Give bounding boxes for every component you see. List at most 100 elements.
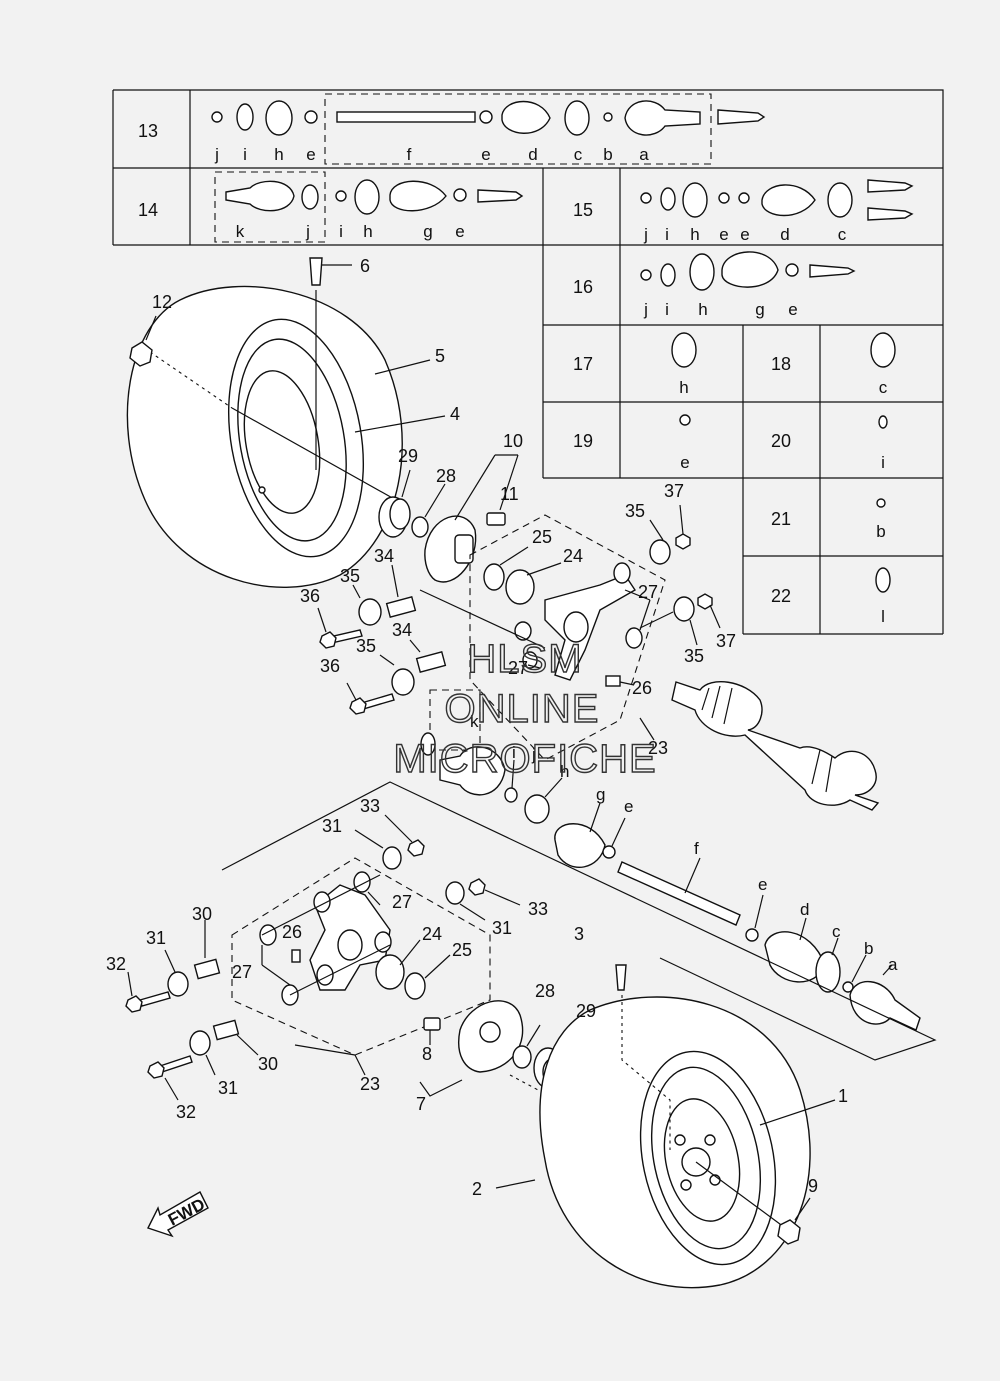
callout-d: d xyxy=(800,900,809,919)
nut-37-upper-b xyxy=(697,593,713,610)
callout-g: g xyxy=(596,785,605,804)
callout-5: 5 xyxy=(435,346,445,366)
collar-34-upper-b xyxy=(415,651,447,673)
callout-34-upper-b: 34 xyxy=(392,620,412,640)
callout-9: 9 xyxy=(808,1176,818,1196)
callout-31-lower-a: 31 xyxy=(322,816,342,836)
nut-33-lower-b xyxy=(468,878,486,896)
bushing-27-lower-a xyxy=(353,871,371,893)
lug-nut-12 xyxy=(129,341,153,367)
callout-12: 12 xyxy=(152,292,172,312)
callout-30-lower-a: 30 xyxy=(192,904,212,924)
row13-number: 13 xyxy=(138,121,158,141)
row14-k: k xyxy=(236,222,245,241)
callout-31-lower-c: 31 xyxy=(146,928,166,948)
row14-i: i xyxy=(339,222,343,241)
callout-32-lower-a: 32 xyxy=(106,954,126,974)
circlip-j xyxy=(420,732,436,756)
row15-number: 15 xyxy=(573,200,593,220)
band-e-b xyxy=(745,928,759,942)
bushing-31-lower-a xyxy=(382,846,402,870)
nut-33-lower-a xyxy=(407,839,425,857)
callout-33-lower-a: 33 xyxy=(360,796,380,816)
row13-parts xyxy=(211,100,766,136)
callout-37-upper-b: 37 xyxy=(716,631,736,651)
seal-28-lower xyxy=(512,1045,532,1069)
callout-24-upper: 24 xyxy=(563,546,583,566)
bushing-35-upper-a xyxy=(649,539,671,565)
row13-e: e xyxy=(306,145,315,164)
row20-i: i xyxy=(881,453,885,472)
callout-c: c xyxy=(832,922,841,941)
watermark-line1: HLSM xyxy=(467,637,582,681)
outer-joint-a xyxy=(849,980,921,1031)
valve-stem-upper xyxy=(309,257,323,286)
row13-f: f xyxy=(407,145,412,164)
bushing-35-left-b xyxy=(391,668,415,696)
row13-j: j xyxy=(214,145,219,164)
callout-30-lower-b: 30 xyxy=(258,1054,278,1074)
row16-j: j xyxy=(643,300,648,319)
callout-f: f xyxy=(694,839,699,858)
bolt-11-upper xyxy=(486,512,506,526)
row16-parts xyxy=(640,251,856,291)
collar-30-lower-b xyxy=(212,1019,240,1041)
bushing-31-lower-d xyxy=(189,1030,211,1056)
row13-b: b xyxy=(603,145,612,164)
kit-table: 13 14 15 16 17 18 19 20 21 22 j i h e f … xyxy=(112,89,944,635)
callout-h: h xyxy=(560,762,569,781)
callout-35-upper-a: 35 xyxy=(625,501,645,521)
bushing-31-lower-c xyxy=(167,971,189,997)
bolt-8-lower xyxy=(423,1017,441,1031)
row16-h: h xyxy=(698,300,707,319)
band-e-a xyxy=(602,845,616,859)
row14-number: 14 xyxy=(138,200,158,220)
callout-37-upper-a: 37 xyxy=(664,481,684,501)
row19-number: 19 xyxy=(573,431,593,451)
callout-26-lower: 26 xyxy=(282,922,302,942)
row17-h: h xyxy=(679,378,688,397)
row15-c: c xyxy=(838,225,847,244)
row15-h: h xyxy=(690,225,699,244)
circlip-25-upper xyxy=(483,563,505,591)
row14-e: e xyxy=(455,222,464,241)
bushing-35-left-a xyxy=(358,598,382,626)
callout-32-lower-b: 32 xyxy=(176,1102,196,1122)
watermark-line3: MICROFICHE xyxy=(393,737,656,781)
upper-wheel-tire xyxy=(126,285,403,588)
bolt-32-lower-b xyxy=(159,1055,193,1073)
watermark-line2: ONLINE xyxy=(445,687,600,731)
callout-2: 2 xyxy=(472,1179,482,1199)
bearing-24-lower xyxy=(375,954,405,990)
callout-i: i xyxy=(512,743,516,762)
row13-e2: e xyxy=(481,145,490,164)
knuckle-group-upper xyxy=(469,514,666,761)
bearing-24-upper xyxy=(505,569,535,605)
callout-29-upper: 29 xyxy=(398,446,418,466)
row19-e: e xyxy=(680,453,689,472)
band-c xyxy=(815,951,841,993)
callout-35-left-b: 35 xyxy=(356,636,376,656)
seal-28-upper xyxy=(411,516,429,538)
callout-23-upper: 23 xyxy=(648,738,668,758)
row21-number: 21 xyxy=(771,509,791,529)
callout-a: a xyxy=(888,955,898,974)
row15-d: d xyxy=(780,225,789,244)
row16-g: g xyxy=(755,300,764,319)
lower-wheel-tire xyxy=(539,996,811,1289)
circlip-25-lower xyxy=(404,972,426,1000)
callout-23-lower: 23 xyxy=(360,1074,380,1094)
callouts: 6 12 5 4 10 29 28 11 37 35 25 24 34 35 3… xyxy=(106,256,898,1199)
row16-i: i xyxy=(665,300,669,319)
row13-i: i xyxy=(243,145,247,164)
callout-25-upper: 25 xyxy=(532,527,552,547)
row17-number: 17 xyxy=(573,354,593,374)
row13-c: c xyxy=(574,145,583,164)
callout-8: 8 xyxy=(422,1044,432,1064)
collar-34-upper-a xyxy=(385,596,417,618)
bushing-31-lower-b xyxy=(445,881,465,905)
row15-e2: e xyxy=(740,225,749,244)
callout-26-upper: 26 xyxy=(632,678,652,698)
knuckle-group-lower xyxy=(231,857,491,1056)
callout-3: 3 xyxy=(574,924,584,944)
